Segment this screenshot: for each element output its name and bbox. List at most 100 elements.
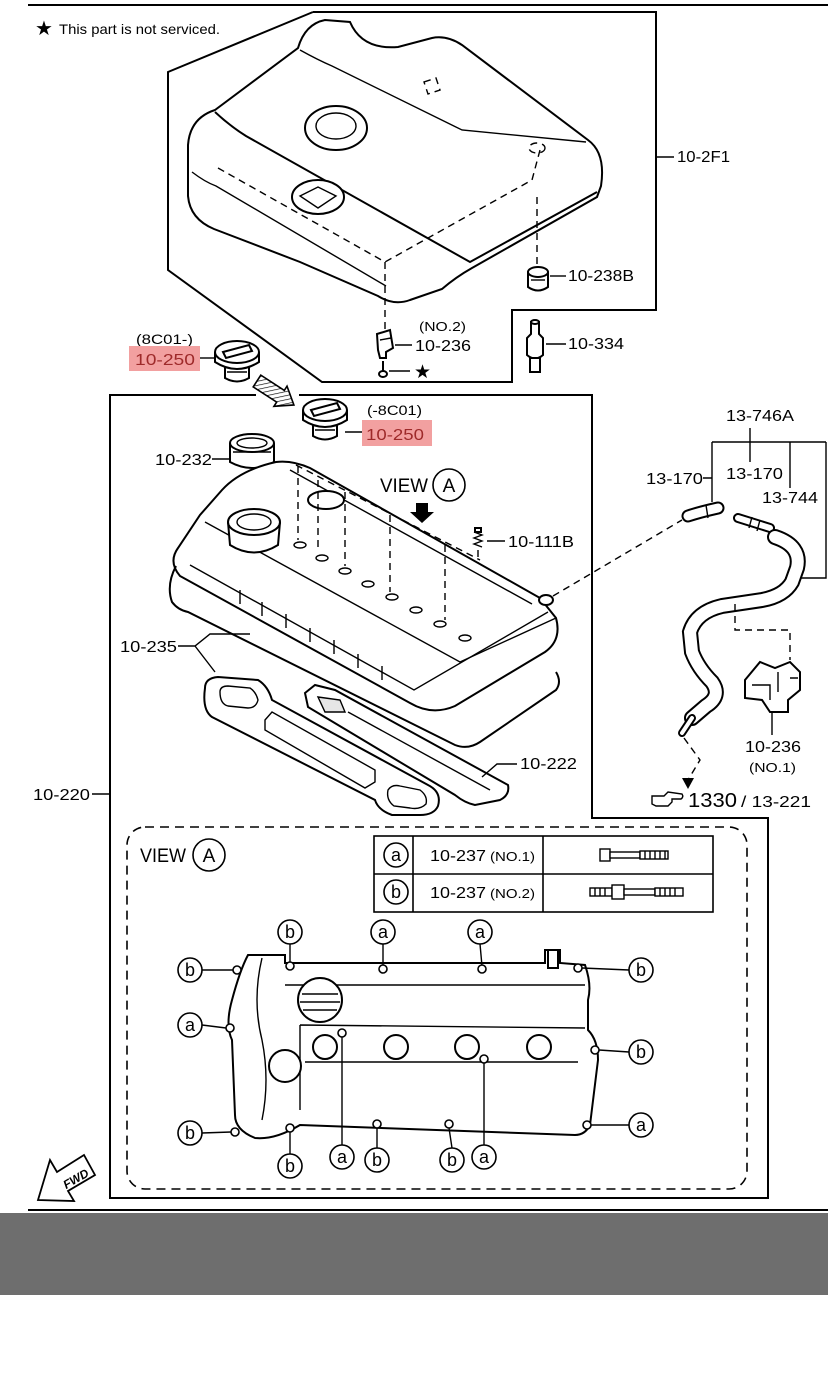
bolt-marker: b bbox=[277, 1153, 303, 1179]
pcv-hose-guide-line bbox=[552, 519, 683, 597]
filler-neck-inner bbox=[236, 513, 272, 531]
svg-text:a: a bbox=[337, 1147, 348, 1167]
head-cover-gasket bbox=[168, 565, 560, 748]
view-a-badge: A bbox=[432, 468, 466, 502]
head-cover-top-view bbox=[227, 949, 600, 1140]
engine-cover-bracket bbox=[167, 11, 657, 383]
legend-part-a: 10-237 bbox=[430, 848, 486, 865]
gasket-leader bbox=[178, 633, 250, 673]
legend-qualifier-b: (NO.2) bbox=[490, 886, 535, 901]
bracket-no2-qualifier: (NO.2) bbox=[419, 319, 466, 334]
oil-cap-b-highlight bbox=[362, 420, 432, 446]
svg-text:b: b bbox=[185, 1123, 195, 1143]
svg-text:b: b bbox=[285, 1156, 295, 1176]
bolt-guide-lines bbox=[295, 464, 481, 620]
plug-hole-4 bbox=[526, 1034, 552, 1060]
engine-cover-hidden-boss bbox=[528, 142, 546, 154]
plug-hole-3 bbox=[454, 1034, 480, 1060]
bolt-holes bbox=[293, 541, 472, 642]
engine-cover-top-edge bbox=[299, 49, 587, 143]
head-cover-ridge bbox=[204, 521, 557, 663]
svg-text:A: A bbox=[203, 846, 216, 867]
bolt-marker: b bbox=[177, 957, 203, 983]
svg-text:b: b bbox=[285, 922, 295, 942]
star-icon: ★ bbox=[35, 18, 53, 40]
parts-diagram: ★ This part is not serviced. 10-2F1 10-2… bbox=[28, 4, 828, 1211]
plug-hole-2 bbox=[383, 1034, 409, 1060]
gasket-label: 10-235 bbox=[120, 639, 177, 656]
hose-assembly-label: 13-746A bbox=[726, 408, 794, 425]
stud-no2-drawing bbox=[589, 884, 684, 900]
oil-cap-a-range: (8C01-) bbox=[136, 331, 193, 347]
view-arrow-icon bbox=[410, 503, 434, 523]
svg-text:b: b bbox=[636, 960, 646, 980]
bolt-leaders bbox=[201, 943, 630, 1154]
bolt-marker: a bbox=[628, 1112, 654, 1138]
svg-text:a: a bbox=[636, 1115, 647, 1135]
legend-part-b: 10-237 bbox=[430, 885, 486, 902]
pcv-grommet bbox=[527, 266, 549, 292]
not-serviced-text: This part is not serviced. bbox=[59, 21, 220, 37]
stud-label: 10-111B bbox=[508, 534, 574, 551]
pcv-valve-label: 10-334 bbox=[568, 336, 624, 353]
bolt-marker: b bbox=[177, 1120, 203, 1146]
svg-text:a: a bbox=[391, 845, 402, 865]
view-a-inset bbox=[126, 826, 748, 1190]
star-icon: ★ bbox=[414, 362, 431, 383]
svg-text:b: b bbox=[636, 1042, 646, 1062]
mazda-logo-wing bbox=[298, 186, 338, 209]
filler-seal-label: 10-232 bbox=[155, 452, 212, 469]
filler-neck-opening bbox=[227, 508, 281, 536]
bolt-marker: a bbox=[471, 1144, 497, 1170]
oil-cap-b bbox=[302, 398, 348, 441]
svg-text:b: b bbox=[372, 1150, 382, 1170]
engine-cover-lower-edge bbox=[191, 171, 387, 287]
bracket-no1-label: 10-236 bbox=[745, 739, 801, 756]
svg-text:b: b bbox=[391, 882, 401, 902]
engine-cover-label: 10-2F1 bbox=[677, 149, 730, 166]
legend-row-a: a 10-237 (NO.1) bbox=[383, 842, 669, 868]
bolt-points bbox=[225, 961, 600, 1137]
hatched-arrow-icon bbox=[252, 374, 296, 408]
oil-filler-opening-inner bbox=[315, 112, 357, 140]
spark-plug-tube-front bbox=[307, 490, 345, 510]
bolt-marker: b bbox=[628, 957, 654, 983]
head-cover-label: 10-220 bbox=[33, 787, 90, 804]
fwd-arrow-icon: FWD bbox=[36, 1153, 97, 1202]
bolt-marker: b bbox=[628, 1039, 654, 1065]
stud-no1-drawing bbox=[599, 848, 669, 862]
reference-section-suffix: / 13-221 bbox=[741, 794, 811, 811]
svg-text:A: A bbox=[443, 476, 456, 497]
bracket-no1-guide-line bbox=[734, 604, 791, 660]
oil-cap-b-label: 10-250 bbox=[366, 427, 424, 444]
pcv-port bbox=[538, 594, 554, 606]
oil-cap-a bbox=[214, 340, 260, 383]
bolt-marker: b bbox=[364, 1147, 390, 1173]
engine-cover-body bbox=[187, 18, 604, 304]
reference-section: 1330 bbox=[688, 790, 737, 812]
bolt-marker: a bbox=[370, 919, 396, 945]
star-bolt bbox=[378, 361, 388, 378]
svg-text:b: b bbox=[185, 960, 195, 980]
bracket-no2-label: 10-236 bbox=[415, 338, 471, 355]
stud bbox=[472, 527, 484, 548]
legend-key-b: b bbox=[383, 879, 409, 905]
footer-text: MAZDA - LF0310250 N - 10250 bbox=[187, 1318, 658, 1353]
plug-gasket bbox=[303, 683, 510, 807]
not-serviced-note: ★ This part is not serviced. bbox=[35, 18, 220, 40]
svg-text:a: a bbox=[479, 1147, 490, 1167]
bracket-no2 bbox=[375, 328, 395, 359]
legend-row-b: b 10-237 (NO.2) bbox=[383, 879, 684, 905]
cylinder-head-cover bbox=[172, 460, 559, 712]
mazda-logo-emblem bbox=[291, 179, 345, 215]
bolt-marker: a bbox=[467, 919, 493, 945]
hose-1-label: 13-170 bbox=[646, 471, 703, 488]
engine-cover-ridge bbox=[214, 111, 598, 264]
plug-hole-1 bbox=[312, 1034, 338, 1060]
hose-3 bbox=[678, 529, 806, 737]
bolt-legend-table: a 10-237 (NO.1) b 10-237 (NO.2) bbox=[373, 835, 714, 913]
head-cover-flange bbox=[189, 564, 549, 691]
part-number-footer: MAZDA - LF0310250 N - 10250 bbox=[0, 1213, 828, 1353]
bracket-no1 bbox=[744, 660, 801, 713]
plug-gasket-plate bbox=[203, 675, 440, 816]
